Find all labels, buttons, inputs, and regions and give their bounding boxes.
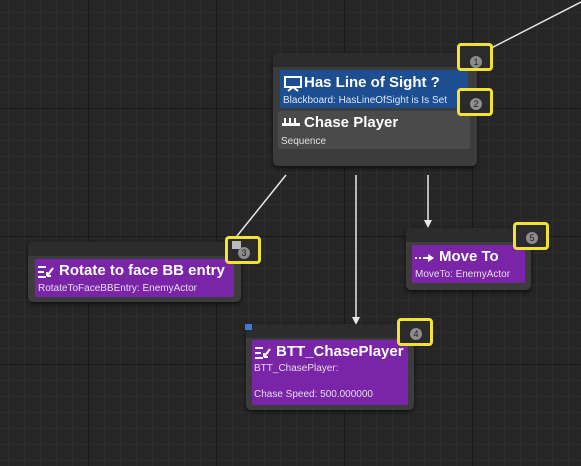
btt-chase-player-node[interactable]: BTT_ChasePlayer BTT_ChasePlayer: Chase S… (245, 324, 414, 410)
chase-player-node[interactable]: Has Line of Sight ? Blackboard: HasLineO… (273, 53, 477, 166)
order-number: 1 (470, 56, 482, 68)
pin-icon (232, 241, 241, 249)
chase-speed-property: Chase Speed: 500.000000 (254, 389, 373, 400)
order-number: 4 (410, 328, 422, 340)
execution-order-badge-1[interactable]: 1 (457, 43, 493, 71)
rotate-to-face-node[interactable]: Rotate to face BB entry RotateToFaceBBEn… (28, 242, 241, 302)
composite-subtitle: Sequence (281, 136, 327, 147)
node-header (28, 242, 241, 256)
move-to-node[interactable]: Move To MoveTo: EnemyActor (406, 228, 531, 290)
chase-task-panel[interactable]: BTT_ChasePlayer BTT_ChasePlayer: Chase S… (252, 340, 408, 405)
decorator-subtitle: Blackboard: HasLineOfSight is Is Set (283, 95, 447, 106)
task-icon (255, 347, 271, 359)
execution-order-badge-5[interactable]: 5 (513, 222, 549, 250)
wire-to-rotate (236, 174, 287, 237)
node-header (406, 228, 531, 242)
breakpoint-marker (245, 324, 252, 330)
move-to-panel[interactable]: Move To MoveTo: EnemyActor (412, 245, 525, 283)
node-header (246, 324, 414, 338)
execution-order-badge-3[interactable]: 3 (225, 236, 261, 264)
has-line-of-sight-decorator[interactable]: Has Line of Sight ? Blackboard: HasLineO… (280, 70, 468, 108)
sequence-icon (282, 118, 300, 126)
move-arrow-icon (415, 254, 434, 262)
rotate-title: Rotate to face BB entry (59, 262, 225, 279)
rotate-subtitle: RotateToFaceBBEntry: EnemyActor (38, 283, 197, 294)
order-number: 5 (526, 232, 538, 244)
chase-player-composite[interactable]: Chase Player Sequence (278, 111, 470, 149)
composite-title: Chase Player (304, 114, 399, 131)
move-to-title: Move To (439, 248, 499, 265)
monitor-icon (284, 76, 302, 92)
order-number: 3 (238, 247, 250, 259)
rotate-task-panel[interactable]: Rotate to face BB entry RotateToFaceBBEn… (35, 259, 234, 297)
decorator-title: Has Line of Sight ? (304, 74, 440, 91)
chase-task-title: BTT_ChasePlayer (276, 343, 404, 360)
move-to-subtitle: MoveTo: EnemyActor (415, 269, 511, 280)
order-number: 2 (470, 98, 482, 110)
chase-task-subtitle: BTT_ChasePlayer: (254, 363, 339, 374)
execution-order-badge-4[interactable]: 4 (397, 318, 433, 346)
execution-order-badge-2[interactable]: 2 (457, 88, 493, 116)
task-icon (38, 266, 54, 278)
node-header (273, 53, 477, 67)
